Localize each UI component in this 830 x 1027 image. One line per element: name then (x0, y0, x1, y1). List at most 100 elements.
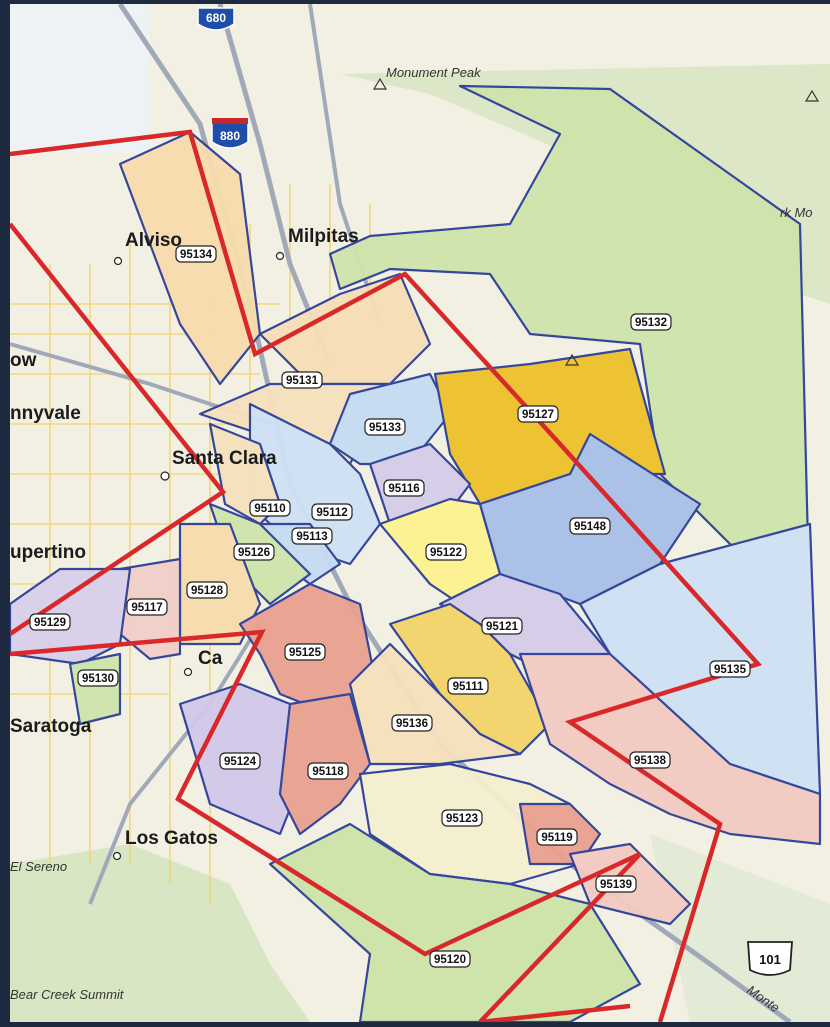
zip-area-95132[interactable] (328, 84, 812, 626)
zip-label-box (175, 245, 217, 263)
zip-label-95116[interactable]: 95116 (383, 479, 425, 497)
zip-label-text: 95118 (312, 766, 344, 778)
i880-number: 880 (220, 129, 240, 143)
zip-label-box (284, 643, 326, 661)
sunnyvale-label: nnyvale (10, 403, 81, 424)
zip-label-text: 95110 (254, 503, 285, 515)
zip-label-95133[interactable]: 95133 (364, 418, 406, 436)
zip-label-95130[interactable]: 95130 (77, 669, 119, 687)
zip-label-box (441, 809, 483, 827)
zip-label-text: 95116 (388, 483, 419, 495)
zip-label-text: 95124 (224, 756, 257, 768)
hills-southeast (650, 834, 830, 1022)
zip-area-95136[interactable] (348, 642, 522, 766)
cupertino-label: upertino (10, 542, 86, 563)
zip-label-text: 95125 (289, 647, 322, 659)
zip-code-map[interactable]: Monument Peak Alviso Milpitas ow nnyvale… (10, 4, 830, 1022)
zip-label-95135[interactable]: 95135 (709, 660, 751, 678)
zip-label-95138[interactable]: 95138 (629, 751, 671, 769)
zip-label-text: 95112 (316, 507, 347, 519)
zip-label-95128[interactable]: 95128 (186, 581, 228, 599)
los-gatos-label: Los Gatos (125, 828, 218, 849)
zip-label-95123[interactable]: 95123 (441, 809, 483, 827)
zip-label-text: 95139 (600, 879, 632, 891)
fork-mt-label: rk Mo (780, 205, 813, 220)
zip-label-text: 95121 (486, 621, 519, 633)
zip-polygons[interactable] (10, 84, 822, 1022)
peak-marker-east (804, 89, 820, 102)
zip-label-95148[interactable]: 95148 (569, 517, 611, 535)
zip-label-box (517, 405, 559, 423)
zip-label-text: 95128 (191, 585, 224, 597)
zip-label-box (429, 950, 471, 968)
zip-label-95134[interactable]: 95134 (175, 245, 217, 263)
us-route-shield-icon (747, 941, 793, 976)
zip-label-95117[interactable]: 95117 (126, 598, 168, 616)
zip-label-95111[interactable]: 95111 (447, 677, 489, 695)
zip-label-text: 95132 (635, 317, 667, 329)
zip-label-box (29, 613, 71, 631)
map-canvas[interactable]: Monument Peak Alviso Milpitas ow nnyvale… (10, 4, 830, 1022)
peak-markers (372, 77, 820, 366)
zip-label-95124[interactable]: 95124 (219, 752, 261, 770)
zip-label-95131[interactable]: 95131 (281, 371, 323, 389)
zip-label-95139[interactable]: 95139 (595, 875, 637, 893)
zip-label-95126[interactable]: 95126 (233, 543, 275, 561)
red-boundary-tail[interactable] (479, 1003, 631, 1022)
zip-label-box (291, 527, 333, 545)
zip-label-box (536, 828, 578, 846)
zip-area-95138[interactable] (518, 652, 822, 846)
zip-label-box (391, 714, 433, 732)
zip-label-text: 95113 (296, 531, 327, 543)
i680-number: 680 (206, 11, 226, 25)
zip-label-text: 95120 (434, 954, 466, 966)
zip-label-box (481, 617, 523, 635)
zip-label-95122[interactable]: 95122 (425, 543, 467, 561)
mountain-view-label: ow (10, 350, 37, 371)
zip-label-box (595, 875, 637, 893)
zip-label-95127[interactable]: 95127 (517, 405, 559, 423)
saratoga-label: Saratoga (10, 716, 92, 737)
milpitas-dot (275, 251, 285, 261)
alviso-dot (113, 256, 123, 266)
zip-label-95112[interactable]: 95112 (311, 503, 353, 521)
zip-label-95136[interactable]: 95136 (391, 714, 433, 732)
zip-label-95120[interactable]: 95120 (429, 950, 471, 968)
santa-clara-dot (160, 471, 170, 481)
highway-17 (88, 622, 262, 905)
zip-label-95129[interactable]: 95129 (29, 613, 71, 631)
zip-area-95130[interactable] (68, 652, 122, 726)
zip-label-box (447, 677, 489, 695)
zip-label-box (629, 751, 671, 769)
zip-label-95113[interactable]: 95113 (291, 527, 333, 545)
zip-label-box (281, 371, 323, 389)
zip-label-text: 95123 (446, 813, 478, 825)
zip-label-box (425, 543, 467, 561)
milpitas-label: Milpitas (288, 226, 359, 247)
zip-label-text: 95131 (286, 375, 319, 387)
peak-marker-95127 (564, 353, 580, 366)
city-markers (112, 251, 285, 861)
zip-label-text: 95117 (131, 602, 162, 614)
zip-area-95120[interactable] (268, 822, 642, 1022)
los-gatos-dot (112, 851, 122, 861)
zip-label-95119[interactable]: 95119 (536, 828, 578, 846)
i880-shield: 880 (211, 118, 249, 149)
zip-label-95110[interactable]: 95110 (249, 499, 291, 517)
zip-label-95121[interactable]: 95121 (481, 617, 523, 635)
red-boundary-west[interactable] (10, 222, 227, 636)
zip-label-text: 95129 (34, 617, 66, 629)
bear-creek-summit-label: Bear Creek Summit (10, 987, 125, 1002)
zip-label-box (233, 543, 275, 561)
zip-label-box (249, 499, 291, 517)
monument-peak-marker (372, 77, 388, 90)
santa-clara-label: Santa Clara (172, 448, 277, 469)
zip-label-box (126, 598, 168, 616)
zip-label-95125[interactable]: 95125 (284, 643, 326, 661)
alviso-label: Alviso (125, 230, 182, 251)
zip-label-95118[interactable]: 95118 (307, 762, 349, 780)
zip-label-95132[interactable]: 95132 (630, 313, 672, 331)
red-boundary-east[interactable] (10, 129, 763, 1022)
zip-label-text: 95126 (238, 547, 270, 559)
i680-shield: 680 (197, 7, 235, 31)
